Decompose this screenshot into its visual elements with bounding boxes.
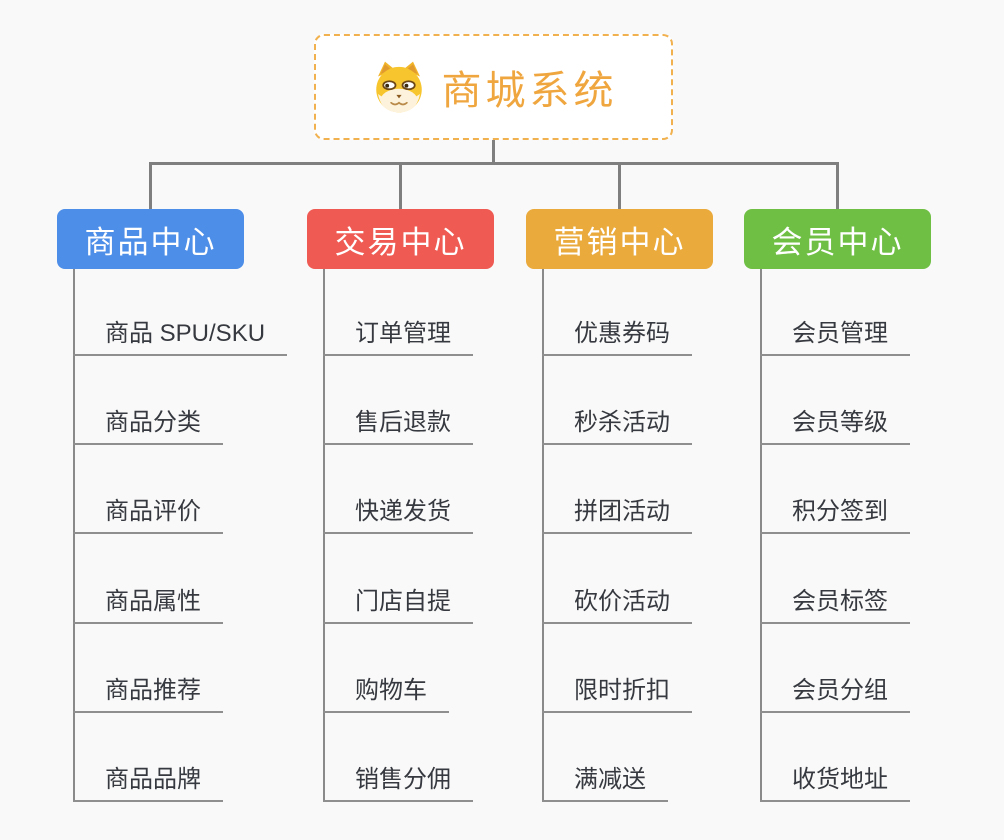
branch-node-product-center[interactable]: 商品中心 [57, 209, 244, 269]
leaf-node[interactable]: 订单管理 [323, 319, 473, 356]
branch-column-marketing: 营销中心 优惠券码 秒杀活动 拼团活动 砍价活动 限时折扣 满减送 [526, 209, 766, 809]
leaf-node[interactable]: 收货地址 [760, 765, 910, 802]
leaf-node[interactable]: 优惠券码 [542, 319, 692, 356]
connector-branch-3 [618, 164, 621, 210]
leaf-node[interactable]: 积分签到 [760, 497, 910, 534]
branch-column-trade: 交易中心 订单管理 售后退款 快递发货 门店自提 购物车 销售分佣 [307, 209, 547, 809]
leaf-node[interactable]: 购物车 [323, 676, 449, 713]
leaf-node[interactable]: 售后退款 [323, 408, 473, 445]
leaf-node[interactable]: 商品评价 [73, 497, 223, 534]
leaf-node[interactable]: 会员等级 [760, 408, 910, 445]
branch-column-product: 商品中心 商品 SPU/SKU 商品分类 商品评价 商品属性 商品推荐 商品品牌 [57, 209, 297, 809]
leaf-node[interactable]: 商品推荐 [73, 676, 223, 713]
leaf-node[interactable]: 秒杀活动 [542, 408, 692, 445]
leaf-node[interactable]: 商品 SPU/SKU [73, 319, 288, 356]
leaf-node[interactable]: 销售分佣 [323, 765, 473, 802]
leaf-node[interactable]: 门店自提 [323, 587, 473, 624]
branch-child-connector-line [760, 269, 762, 802]
leaf-node[interactable]: 会员标签 [760, 587, 910, 624]
branch-child-connector-line [323, 269, 325, 802]
leaf-node[interactable]: 商品分类 [73, 408, 223, 445]
doge-icon [375, 61, 422, 113]
leaf-node[interactable]: 商品品牌 [73, 765, 223, 802]
branch-column-member: 会员中心 会员管理 会员等级 积分签到 会员标签 会员分组 收货地址 [744, 209, 984, 809]
connector-branch-2 [399, 164, 402, 210]
leaf-node[interactable]: 会员管理 [760, 319, 910, 356]
leaf-node[interactable]: 满减送 [542, 765, 668, 802]
leaf-node[interactable]: 砍价活动 [542, 587, 692, 624]
leaf-node[interactable]: 会员分组 [760, 676, 910, 713]
connector-root-vertical [492, 140, 495, 164]
leaf-node[interactable]: 商品属性 [73, 587, 223, 624]
leaf-node[interactable]: 限时折扣 [542, 676, 692, 713]
branch-node-member-center[interactable]: 会员中心 [744, 209, 931, 269]
connector-horizontal-bus [149, 162, 839, 165]
leaf-node[interactable]: 快递发货 [323, 497, 473, 534]
root-title: 商城系统 [441, 69, 618, 113]
root-node-mall-system[interactable]: 商城系统 [314, 34, 673, 140]
branch-child-connector-line [542, 269, 544, 802]
connector-branch-1 [149, 164, 152, 210]
branch-node-trade-center[interactable]: 交易中心 [307, 209, 494, 269]
connector-branch-4 [836, 164, 839, 210]
branch-child-connector-line [73, 269, 75, 802]
leaf-node[interactable]: 拼团活动 [542, 497, 692, 534]
branch-node-marketing-center[interactable]: 营销中心 [526, 209, 713, 269]
